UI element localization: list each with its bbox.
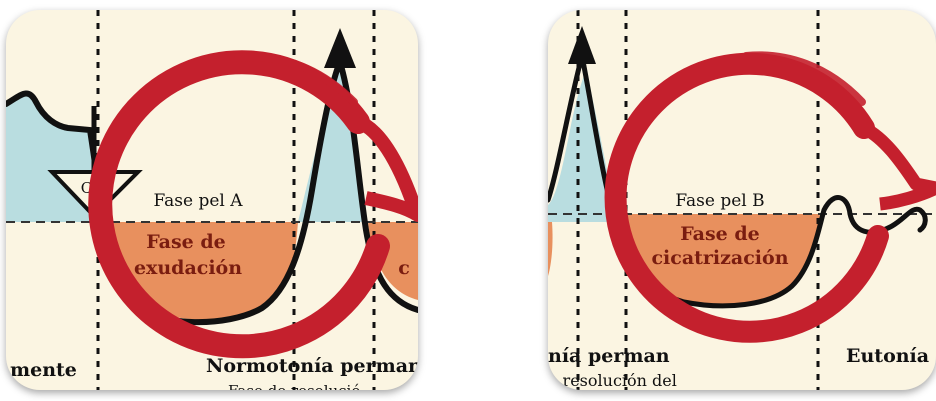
red-ring-tail xyxy=(234,53,358,106)
exudation-area xyxy=(102,222,298,320)
red-ring-pointer xyxy=(860,122,936,211)
next-phase-fragment: c xyxy=(398,257,410,279)
red-ring-tail xyxy=(742,51,866,106)
red-ring-pointer xyxy=(355,115,418,222)
cicatrization-area xyxy=(620,214,820,305)
tone-curve xyxy=(6,53,418,326)
panel-a-graphic: C.L. Fase pel A Fase de exudación c ment… xyxy=(6,10,418,390)
bottom-label-center-2: Fase de resolució xyxy=(228,382,360,390)
bottom-label-left: mente xyxy=(10,359,77,381)
panel-b-graphic: Fase pel B Fase de cicatrización nía per… xyxy=(548,10,936,390)
cicatrization-title-line1: Fase de xyxy=(680,223,760,245)
diagram-panel-b: Fase pel B Fase de cicatrización nía per… xyxy=(548,10,936,390)
phase-label-a: Fase pel A xyxy=(153,191,243,211)
arrow-head xyxy=(324,28,356,68)
teal-area-spike xyxy=(548,70,618,222)
red-ring-icon xyxy=(88,50,390,359)
phase-label-b: Fase pel B xyxy=(675,191,764,211)
exudation-title-line2: exudación xyxy=(134,257,242,279)
left-phase-area xyxy=(548,222,553,276)
cicatrization-title-line2: cicatrización xyxy=(651,247,788,269)
bottom-label-left-2: e resolución del xyxy=(548,371,677,390)
exudation-title-line1: Fase de xyxy=(146,231,226,253)
tone-curve xyxy=(548,55,928,309)
red-ring-icon xyxy=(604,52,889,343)
bottom-label-left-1: nía perman xyxy=(548,345,670,367)
bottom-label-center-1: Normotonía perman xyxy=(206,355,418,377)
arrow-head xyxy=(568,26,596,64)
bottom-label-right: Eutonía xyxy=(846,345,929,367)
diagram-panel-a: C.L. Fase pel A Fase de exudación c ment… xyxy=(6,10,418,390)
